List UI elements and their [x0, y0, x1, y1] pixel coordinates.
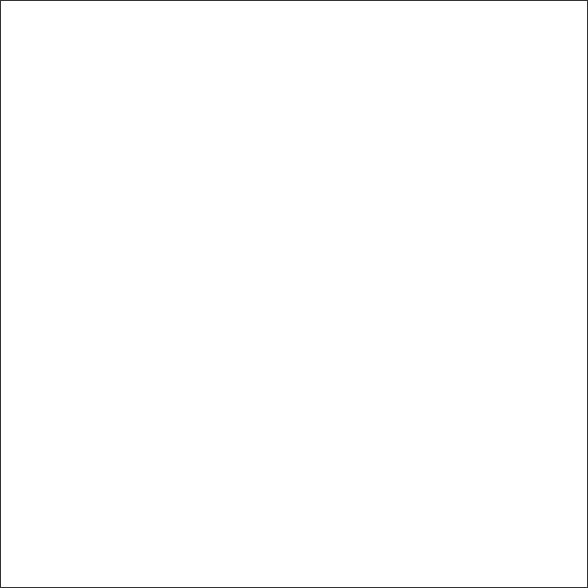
blank-canvas: [0, 0, 588, 588]
